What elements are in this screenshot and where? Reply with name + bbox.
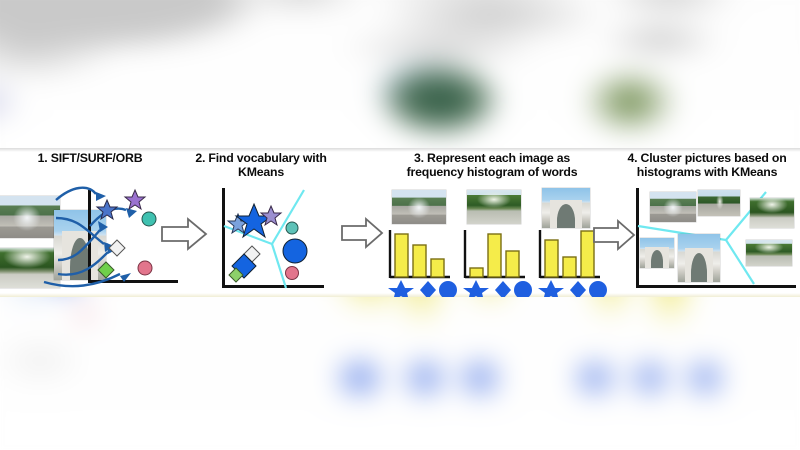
- focused-pipeline-strip: 1. SIFT/SURF/ORB: [0, 148, 800, 297]
- star-word-icon-3: [538, 280, 564, 297]
- step-1-title: 1. SIFT/SURF/ORB: [37, 151, 143, 165]
- bar-circle-1: [430, 258, 445, 278]
- step-2-y-axis: [222, 188, 225, 288]
- bar-star-2: [469, 267, 484, 278]
- white-diamond-marker: [108, 239, 126, 257]
- green-diamond-marker: [97, 261, 115, 279]
- step-3-title-line-2: frequency histogram of words: [406, 165, 578, 179]
- star-word-icon-2: [463, 280, 489, 297]
- bar-diamond-1: [412, 244, 427, 278]
- pipeline-step-2: 2. Find vocabulary with KMeans: [186, 148, 336, 297]
- pink-circle-marker: [137, 260, 153, 276]
- bar-star-1: [394, 233, 409, 278]
- step-2-title-line-2: KMeans: [238, 165, 284, 179]
- pink-circle-marker-2: [285, 266, 299, 280]
- fountain-park-photo: [0, 196, 60, 238]
- pipeline-step-3: 3. Represent each image as frequency his…: [384, 148, 607, 297]
- circle-cluster-centroid: [282, 238, 308, 264]
- diamond-word-icon-1: [420, 281, 436, 297]
- cluster-photo-monument: [698, 190, 740, 216]
- step-1-y-axis: [88, 190, 91, 282]
- step-4-x-axis: [636, 285, 796, 288]
- step-1-feature-arrows: [43, 186, 157, 288]
- circle-word-icon-3: [589, 281, 607, 297]
- bar-circle-2: [505, 250, 520, 278]
- histogram-2-thumbnail-path: [467, 190, 521, 224]
- step-4-title-line-2: histograms with KMeans: [636, 165, 778, 179]
- histogram-image-2: [463, 230, 525, 279]
- voronoi-boundary-lines: [223, 189, 305, 289]
- blue-star-marker: [95, 198, 119, 221]
- connector-arrow-2: [341, 217, 384, 249]
- step-1-x-axis: [88, 280, 178, 283]
- histogram-image-3: [538, 230, 600, 279]
- bar-circle-3: [580, 230, 595, 278]
- step-4-y-axis: [636, 188, 639, 288]
- connector-arrow-3: [593, 219, 636, 251]
- cluster-photo-tree-path: [750, 198, 794, 228]
- step-2-cluster-plot: [223, 189, 308, 289]
- pipeline-step-4: 4. Cluster pictures based on histograms …: [614, 148, 800, 297]
- blurred-slide-bottom-region: [0, 296, 800, 450]
- histogram-image-1: [388, 230, 450, 279]
- histogram-1-thumbnail-fountain: [392, 190, 446, 224]
- green-diamond-marker-2: [228, 267, 244, 283]
- cluster-photo-arch-large: [678, 234, 720, 282]
- teal-circle-marker: [141, 211, 157, 227]
- strip-top-fade: [0, 148, 800, 152]
- circle-word-icon-2: [514, 281, 532, 297]
- visual-word-icons-row: [388, 280, 607, 297]
- bar-diamond-3: [562, 256, 577, 278]
- circle-word-icon-1: [439, 281, 457, 297]
- teal-circle-marker-2: [285, 221, 299, 235]
- step-4-title-line-1: 4. Cluster pictures based on: [627, 151, 787, 165]
- star-word-icon-1: [388, 280, 414, 297]
- cluster-photo-open-path: [746, 240, 792, 266]
- diamond-word-icon-2: [495, 281, 511, 297]
- step-3-title-line-1: 3. Represent each image as: [413, 151, 571, 165]
- bar-diamond-2: [487, 233, 502, 278]
- cluster-photo-fountain: [650, 192, 696, 222]
- bar-star-3: [544, 239, 559, 278]
- step-2-title-line-1: 2. Find vocabulary with: [195, 151, 327, 165]
- step-2-x-axis: [222, 285, 324, 288]
- cluster-photo-arch-small: [640, 238, 674, 268]
- blurred-bottom-content: [0, 296, 800, 450]
- purple-star-marker: [123, 188, 147, 211]
- pipeline-step-1: 1. SIFT/SURF/ORB: [0, 148, 180, 297]
- histogram-3-thumbnail-arch: [542, 188, 590, 228]
- diamond-word-icon-3: [570, 281, 586, 297]
- connector-arrow-1: [161, 217, 208, 251]
- tree-lined-path-photo: [0, 248, 60, 288]
- blurred-top-content: [0, 0, 800, 150]
- purple-star-marker-2: [259, 204, 283, 227]
- blurred-slide-top-region: [0, 0, 800, 150]
